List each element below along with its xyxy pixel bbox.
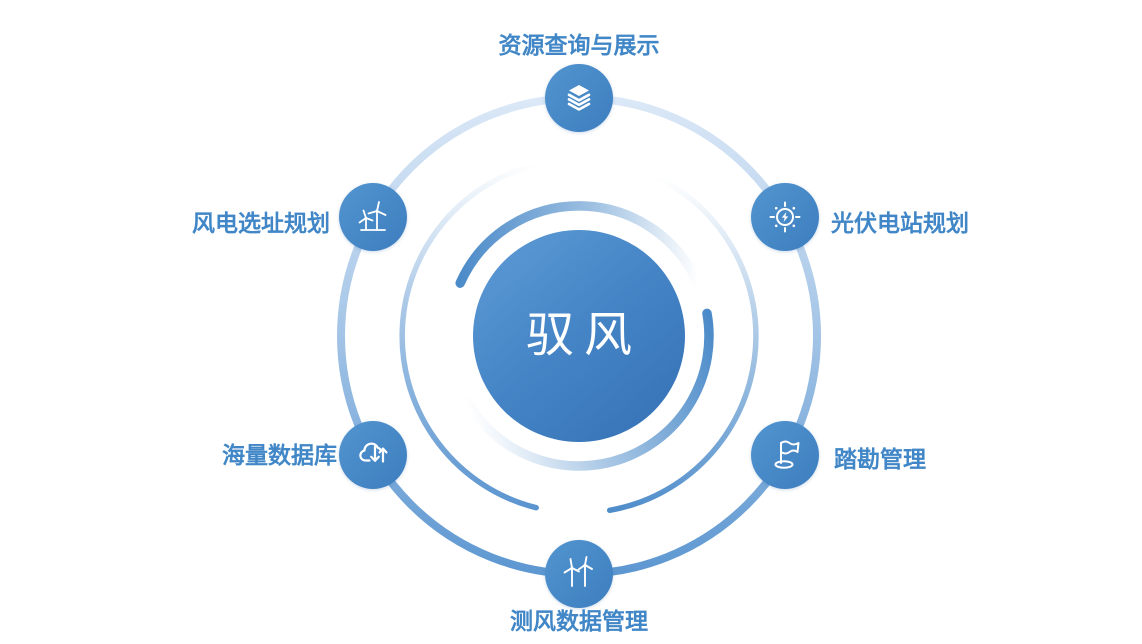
node-wind-farm-siting[interactable] (339, 183, 407, 251)
middle-swirl-right (606, 172, 759, 514)
center-title: 驭风 (525, 309, 642, 362)
wind-farm-icon (358, 201, 387, 231)
label-massive-database: 海量数据库 (222, 442, 337, 468)
label-resource-query: 资源查询与展示 (498, 32, 660, 58)
node-survey-management[interactable] (751, 421, 819, 489)
label-survey-management: 踏勘管理 (834, 446, 926, 472)
node-resource-query[interactable] (545, 64, 613, 132)
inner-swirl-bottom (461, 308, 714, 471)
center-hub: 驭风 (473, 230, 685, 442)
label-wind-farm-siting: 风电选址规划 (192, 210, 330, 236)
middle-swirl-left (399, 160, 545, 511)
label-wind-data-mgmt: 测风数据管理 (510, 608, 648, 634)
inner-swirl-top (455, 201, 703, 288)
cloud-transfer-icon (359, 442, 388, 463)
node-wind-data-mgmt[interactable] (545, 540, 613, 608)
label-pv-plant-planning: 光伏电站规划 (831, 210, 969, 236)
layers-icon (567, 85, 591, 111)
flag-icon (774, 440, 800, 469)
node-massive-database[interactable] (339, 421, 407, 489)
wind-turbine-icon (563, 556, 593, 587)
node-pv-plant-planning[interactable] (751, 183, 819, 251)
sun-bolt-icon (769, 201, 801, 233)
